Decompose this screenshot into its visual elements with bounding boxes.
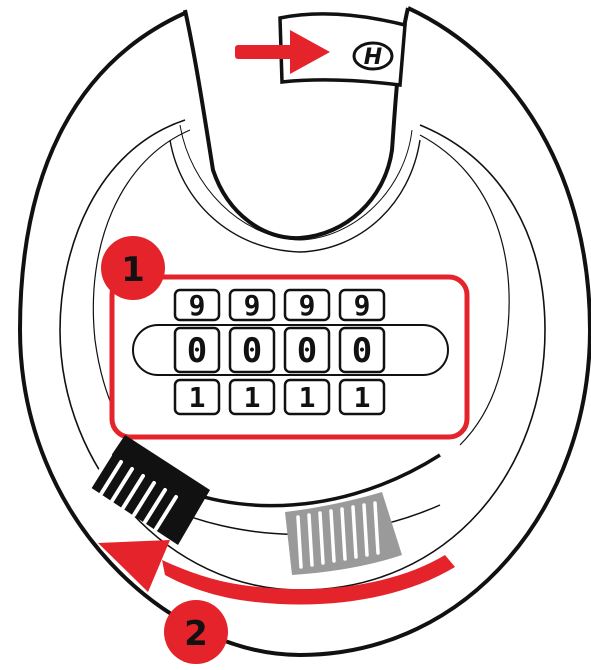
dial-bottom-digit: 1 (354, 381, 371, 414)
shackle-area: H (169, 7, 421, 253)
light-grip-ribs (296, 501, 380, 569)
dial-top-digit: 9 (244, 289, 261, 322)
grip-rib (329, 509, 336, 563)
grip-rib (351, 505, 358, 559)
dial-bottom-digit: 1 (299, 381, 316, 414)
dial-center-cell[interactable] (338, 326, 386, 374)
step-1-circle (101, 236, 165, 300)
grip-rib (88, 453, 112, 489)
dial-bottom-digit: 1 (244, 381, 261, 414)
grip-rib (373, 501, 380, 555)
arrow-rotate-left-icon (98, 540, 455, 605)
step-2-circle (164, 600, 228, 664)
grip-rib (143, 488, 167, 524)
arrow-right-icon (235, 30, 330, 74)
combination-dial[interactable]: 9 0 1 (283, 288, 331, 416)
dial-top-cell[interactable] (283, 288, 331, 322)
dial-top-digit: 9 (299, 289, 316, 322)
step-1-label: 1 (121, 250, 145, 290)
step-2-label: 2 (184, 614, 208, 654)
grip-rib (99, 460, 123, 496)
dial-bottom-cell[interactable] (338, 378, 386, 416)
rotate-arrow-body (162, 555, 455, 605)
combination-dial[interactable]: 9 0 1 (173, 288, 221, 416)
dial-center-digit: 0 (352, 331, 372, 371)
combination-dials: 9 0 1 9 0 1 9 0 1 9 0 1 (173, 288, 386, 416)
dial-top-cell[interactable] (228, 288, 276, 322)
dial-center-digit: 0 (297, 331, 317, 371)
lock-outer-ring (17, 6, 591, 658)
grip-rib (318, 511, 325, 565)
dial-bottom-digit: 1 (189, 381, 206, 414)
light-grip-band (285, 492, 402, 575)
grip-rib (362, 503, 369, 557)
dial-center-cell[interactable] (173, 326, 221, 374)
combination-dial[interactable]: 9 0 1 (228, 288, 276, 416)
step-1-badge: 1 (101, 236, 165, 300)
grip-rib (340, 507, 347, 561)
step-2-badge: 2 (164, 600, 228, 664)
dial-center-digit: 0 (242, 331, 262, 371)
dark-grip-band (88, 435, 210, 545)
dial-bottom-cell[interactable] (283, 378, 331, 416)
grip-rib (296, 515, 303, 569)
shackle-tab-badge (352, 41, 394, 71)
grip-rib (307, 513, 314, 567)
dial-center-cell[interactable] (228, 326, 276, 374)
shackle-tab[interactable]: H (278, 12, 407, 87)
grip-rib (132, 481, 156, 517)
dark-grip-ribs (88, 453, 178, 531)
lock-body (17, 6, 591, 658)
shackle-inner-edge (179, 124, 413, 241)
combination-dial[interactable]: 9 0 1 (338, 288, 386, 416)
dial-center-cell[interactable] (283, 326, 331, 374)
dial-top-cell[interactable] (338, 288, 386, 322)
dial-top-cell[interactable] (173, 288, 221, 322)
grip-rib (154, 495, 178, 531)
combination-window: 9 0 1 9 0 1 9 0 1 9 0 1 (109, 274, 470, 440)
grip-rib (110, 467, 134, 503)
dial-bottom-cell[interactable] (228, 378, 276, 416)
dial-bottom-cell[interactable] (173, 378, 221, 416)
rotate-arrow-head (98, 540, 170, 592)
push-arrow-shaft (235, 45, 295, 59)
shackle-inner-edge (169, 139, 421, 253)
shackle-tab-letter: H (364, 45, 382, 70)
lock-face-line (419, 134, 510, 446)
dial-center-digit: 0 (187, 331, 207, 371)
push-arrow-head (290, 30, 330, 74)
dial-top-digit: 9 (354, 289, 371, 322)
dial-top-digit: 9 (189, 289, 206, 322)
grip-rib (121, 474, 145, 510)
